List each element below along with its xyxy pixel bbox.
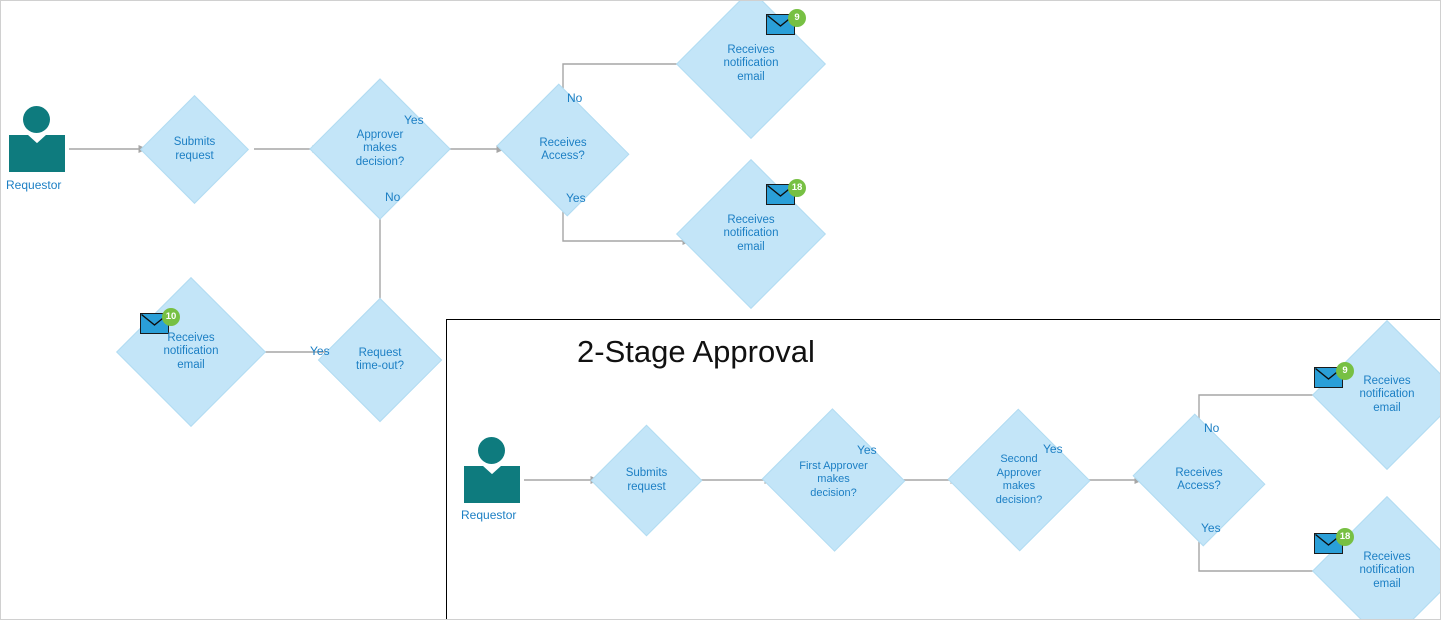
node-label: Request time-out? [356,346,404,373]
node-receives-notification-email-no[interactable]: Receives notification email [676,1,826,139]
node-label: Receives notification email [1359,374,1415,414]
node-label: Receives Access? [1175,466,1223,493]
mail-badge-bottom: 18 [788,179,806,197]
requestor-label-2: Requestor [461,508,517,522]
person-head-icon [478,437,505,464]
edge-label-approver-no: No [385,190,401,204]
node-receives-notification-email-no-2[interactable]: Receives notification email [1312,320,1440,470]
node-label: Submits request [173,136,216,162]
edge-label-access-yes: Yes [566,191,586,205]
node-label: Second Approver makes decision? [995,453,1043,506]
node-label: Receives notification email [163,331,219,371]
person-head-icon [23,106,50,133]
node-receives-access[interactable]: Receives Access? [496,83,630,217]
two-stage-approval-title: 2-Stage Approval [577,334,815,369]
person-icon [9,106,65,176]
mail-icon-top: 9 [766,9,806,39]
mail-badge-timeout: 10 [162,308,180,326]
mail-badge-bottom-2: 18 [1336,528,1354,546]
mail-icon-timeout: 10 [140,308,180,338]
node-receives-notification-email-timeout[interactable]: Receives notification email [116,277,266,427]
mail-icon-bottom: 18 [766,179,806,209]
person-icon-2 [464,437,520,507]
node-first-approver-makes-decision[interactable]: First Approver makes decision? [761,408,906,552]
node-submits-request-2[interactable]: Submits request [590,424,703,537]
person-body-icon [9,135,65,172]
node-second-approver-makes-decision[interactable]: Second Approver makes decision? [947,408,1091,552]
edge-label-approver-yes: Yes [404,113,424,127]
edge-label-timeout-yes: Yes [310,344,330,358]
node-receives-notification-email-yes-2[interactable]: Receives notification email [1312,496,1440,619]
edge-label-access2-no: No [1204,421,1220,435]
edge-label-access-no: No [567,91,583,105]
edge-label-access2-yes: Yes [1201,521,1221,535]
edge-label-first-approver-yes: Yes [857,443,877,457]
node-approver-makes-decision[interactable]: Approver makes decision? [309,78,451,220]
mail-badge-top-2: 9 [1336,362,1354,380]
node-receives-access-2[interactable]: Receives Access? [1132,413,1266,547]
mail-icon-top-2: 9 [1314,362,1354,392]
node-submits-request[interactable]: Submits request [140,95,249,204]
node-label: First Approver makes decision? [799,459,868,499]
node-label: Receives notification email [723,213,779,253]
mail-icon-bottom-2: 18 [1314,528,1354,558]
requestor-label: Requestor [6,178,62,192]
node-label: Receives notification email [1359,550,1415,590]
node-label: Approver makes decision? [355,128,405,168]
node-label: Receives notification email [723,43,779,83]
node-request-time-out[interactable]: Request time-out? [317,297,443,423]
two-stage-approval-panel [446,319,1440,619]
person-body-icon [464,466,520,503]
node-receives-notification-email-yes[interactable]: Receives notification email [676,159,826,309]
node-label: Receives Access? [539,136,587,163]
edge-label-second-approver-yes: Yes [1043,442,1063,456]
node-label: Submits request [625,467,668,493]
mail-badge-top: 9 [788,9,806,27]
